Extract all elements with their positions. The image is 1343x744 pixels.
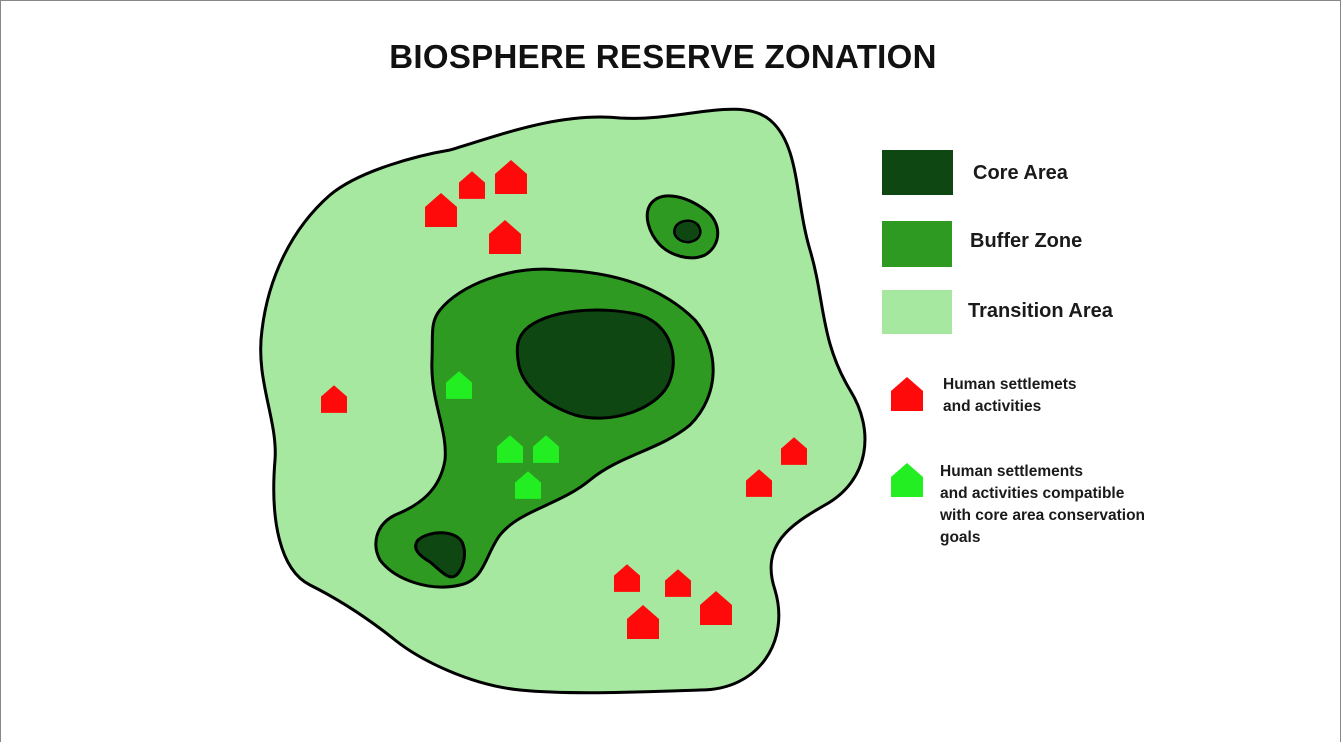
legend-transition-swatch bbox=[882, 290, 952, 334]
core-area bbox=[515, 308, 675, 420]
legend-buffer-swatch bbox=[882, 221, 952, 267]
legend-buffer-label: Buffer Zone bbox=[970, 230, 1083, 252]
legend-green-house-icon bbox=[891, 463, 923, 497]
core-area-small bbox=[414, 531, 466, 579]
core-island bbox=[673, 219, 702, 244]
legend-red-house-icon bbox=[891, 377, 923, 411]
legend-core-label: Core Area bbox=[973, 162, 1068, 184]
legend-settlement-label: Human settlemets and activities bbox=[943, 376, 1077, 415]
diagram-title: BIOSPHERE RESERVE ZONATION bbox=[389, 38, 937, 75]
legend-core-swatch bbox=[882, 150, 953, 195]
legend-transition-label: Transition Area bbox=[968, 300, 1113, 322]
legend-compatible-label: Human settlements and activities compati… bbox=[940, 463, 1146, 546]
